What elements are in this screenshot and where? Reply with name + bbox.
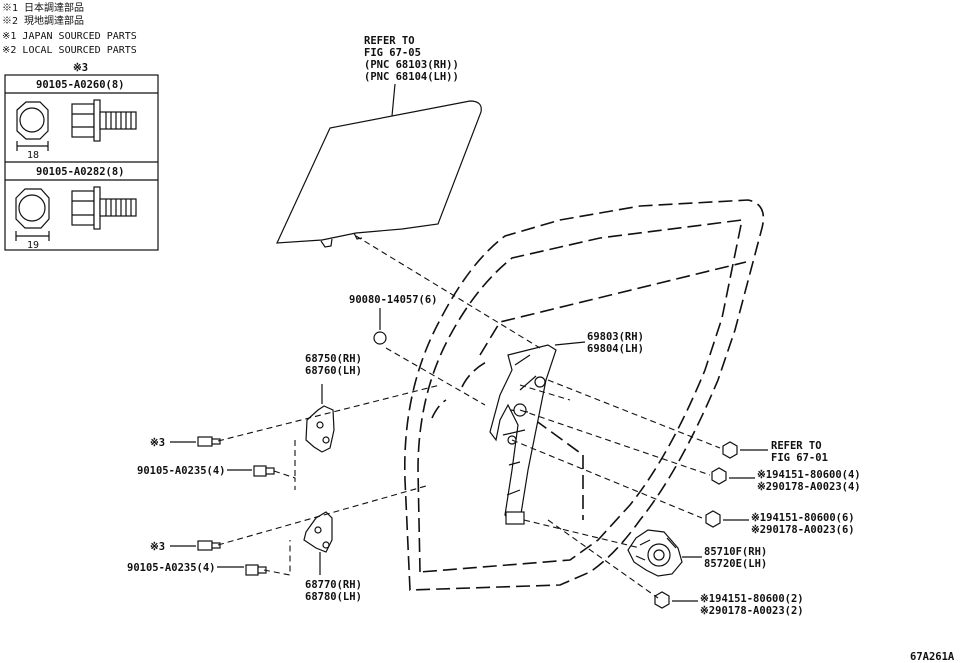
nut3-local: ※290178-A0023(2) — [700, 605, 804, 617]
bolt1-side-icon — [71, 99, 137, 142]
bolt1-dimension: 18 — [27, 150, 39, 161]
figure-id: 67A261A — [910, 651, 955, 663]
bolt1-part-number: 90105-A0260(8) — [36, 79, 125, 91]
callout-upper-bolts: ※3 90105-A0235(4) — [137, 437, 252, 477]
bolt-icon-upper-b — [253, 465, 275, 477]
bolt2-side-icon — [71, 186, 137, 230]
lower-hinge — [303, 511, 333, 575]
callout-nut2: ※194151-80600(6) ※290178-A0023(6) — [723, 512, 855, 536]
callout-regulator: 69803(RH) 69804(LH) — [554, 331, 644, 355]
fig-ref-line1: REFER TO — [771, 440, 822, 452]
lower-hinge-lh: 68780(LH) — [305, 591, 362, 603]
door-outline — [403, 199, 765, 591]
nut-icon-2 — [705, 510, 721, 528]
window-regulator — [489, 344, 557, 525]
fig-ref-line2: FIG 67-01 — [771, 452, 828, 464]
bolt-icon-lower-b — [245, 564, 267, 576]
leader-lines — [217, 235, 721, 599]
nut1-japan: ※194151-80600(4) — [757, 469, 861, 481]
callout-lower-hinge: 68770(RH) 68780(LH) — [305, 579, 362, 603]
callout-motor: 85710F(RH) 85720E(LH) — [682, 546, 767, 570]
upper-hinge — [305, 384, 335, 453]
motor-rh: 85710F(RH) — [704, 546, 767, 558]
bolt-icon-upper-a — [197, 436, 221, 447]
bolt2-head-icon: 19 — [15, 188, 50, 251]
regulator-lh: 69804(LH) — [587, 343, 644, 355]
regulator-rh: 69803(RH) — [587, 331, 644, 343]
callout-screw: 90080-14057(6) — [349, 294, 438, 330]
callout-nut3: ※194151-80600(2) ※290178-A0023(2) — [672, 593, 804, 617]
screw-icon — [373, 331, 387, 345]
bolt2-dimension: 19 — [27, 240, 39, 251]
door-glass — [276, 100, 482, 248]
callout-upper-hinge: 68750(RH) 68760(LH) — [305, 353, 362, 377]
note-japan-en: ※1 JAPAN SOURCED PARTS — [2, 31, 137, 42]
nut1-local: ※290178-A0023(4) — [757, 481, 861, 493]
note-local-jp: ※2 現地調達部品 — [2, 14, 84, 27]
upper-bolt-a-label: ※3 — [150, 437, 165, 449]
motor-lh: 85720E(LH) — [704, 558, 767, 570]
callout-fig-ref: REFER TO FIG 67-01 — [740, 440, 828, 464]
upper-bolt-b-label: 90105-A0235(4) — [137, 465, 226, 477]
source-notes: ※1 日本調達部品 ※2 現地調達部品 ※1 JAPAN SOURCED PAR… — [2, 1, 137, 56]
note-japan-jp: ※1 日本調達部品 — [2, 1, 84, 14]
regulator-motor — [627, 529, 683, 577]
nut3-japan: ※194151-80600(2) — [700, 593, 804, 605]
nut2-local: ※290178-A0023(6) — [751, 524, 855, 536]
callout-lower-bolts: ※3 90105-A0235(4) — [127, 541, 244, 574]
screw-part-number: 90080-14057(6) — [349, 294, 438, 306]
lower-bolt-b-label: 90105-A0235(4) — [127, 562, 216, 574]
note-local-en: ※2 LOCAL SOURCED PARTS — [2, 45, 137, 56]
fasteners — [197, 331, 738, 609]
lower-bolt-a-label: ※3 — [150, 541, 165, 553]
bolt1-head-icon: 18 — [16, 101, 49, 161]
nut-icon-3 — [654, 591, 670, 609]
bolt-table: ※3 90105-A0260(8) 90105-A0282(8) 18 — [4, 62, 159, 251]
glass-ref-line3: (PNC 68103(RH)) — [364, 59, 459, 71]
nut-icon-1 — [711, 467, 727, 485]
glass-ref-line2: FIG 67-05 — [364, 47, 421, 59]
nut2-japan: ※194151-80600(6) — [751, 512, 855, 524]
glass-reference-callout: REFER TO FIG 67-05 (PNC 68103(RH)) (PNC … — [364, 35, 459, 117]
glass-ref-line1: REFER TO — [364, 35, 415, 47]
glass-ref-line4: (PNC 68104(LH)) — [364, 71, 459, 83]
bolt-icon-lower-a — [197, 540, 221, 551]
bolt-table-header: ※3 — [73, 62, 88, 74]
upper-hinge-rh: 68750(RH) — [305, 353, 362, 365]
bolt2-part-number: 90105-A0282(8) — [36, 166, 125, 178]
upper-hinge-lh: 68760(LH) — [305, 365, 362, 377]
callout-nut1: ※194151-80600(4) ※290178-A0023(4) — [729, 469, 861, 493]
nut-icon-fig-ref — [722, 441, 738, 459]
lower-hinge-rh: 68770(RH) — [305, 579, 362, 591]
